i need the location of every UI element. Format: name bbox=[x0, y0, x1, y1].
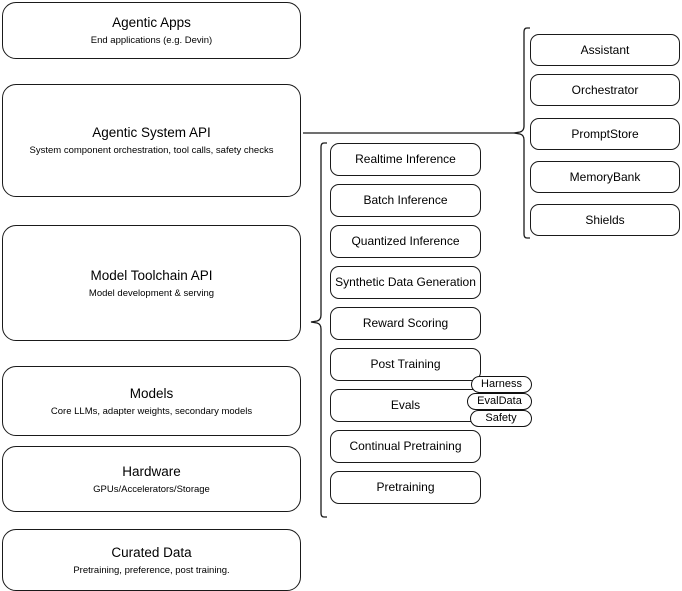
system-item-promptstore[interactable]: PromptStore bbox=[530, 118, 680, 150]
item-label: MemoryBank bbox=[569, 169, 641, 184]
item-label: Continual Pretraining bbox=[349, 439, 462, 453]
pill-label: Harness bbox=[481, 378, 522, 390]
system-item-orchestrator[interactable]: Orchestrator bbox=[530, 74, 680, 106]
layer-title: Models bbox=[129, 385, 174, 401]
system-item-memorybank[interactable]: MemoryBank bbox=[530, 161, 680, 193]
layer-subtitle: Model development & serving bbox=[88, 287, 215, 299]
layer-subtitle: End applications (e.g. Devin) bbox=[90, 35, 213, 46]
item-label: Orchestrator bbox=[571, 82, 639, 97]
eval-pill-evaldata[interactable]: EvalData bbox=[467, 393, 532, 410]
item-label: PromptStore bbox=[571, 126, 639, 141]
pill-label: Safety bbox=[485, 412, 517, 424]
toolchain-item-evals[interactable]: Evals bbox=[330, 389, 481, 422]
eval-pill-safety[interactable]: Safety bbox=[470, 410, 532, 427]
item-label: Evals bbox=[390, 398, 421, 412]
item-label: Quantized Inference bbox=[351, 234, 460, 248]
system-item-shields[interactable]: Shields bbox=[530, 204, 680, 236]
layer-agentic-apps[interactable]: Agentic Apps End applications (e.g. Devi… bbox=[2, 2, 301, 59]
eval-pill-harness[interactable]: Harness bbox=[471, 376, 532, 393]
item-label: Shields bbox=[585, 212, 625, 227]
toolchain-item-continual-pretraining[interactable]: Continual Pretraining bbox=[330, 430, 481, 463]
toolchain-item-pretraining[interactable]: Pretraining bbox=[330, 471, 481, 504]
layer-title: Agentic System API bbox=[92, 125, 211, 140]
item-label: Reward Scoring bbox=[362, 316, 449, 330]
layer-title: Hardware bbox=[122, 463, 181, 479]
layer-subtitle: Pretraining, preference, post training. bbox=[73, 564, 230, 576]
pill-label: EvalData bbox=[477, 395, 522, 407]
item-label: Assistant bbox=[580, 42, 630, 57]
item-label: Batch Inference bbox=[363, 193, 448, 207]
layer-curated-data[interactable]: Curated Data Pretraining, preference, po… bbox=[2, 529, 301, 591]
system-item-assistant[interactable]: Assistant bbox=[530, 34, 680, 66]
bracket-system-components bbox=[513, 27, 530, 239]
toolchain-item-reward-scoring[interactable]: Reward Scoring bbox=[330, 307, 481, 340]
layer-title: Agentic Apps bbox=[112, 15, 191, 30]
toolchain-item-synthetic-data-generation[interactable]: Synthetic Data Generation bbox=[330, 266, 481, 299]
layer-subtitle: System component orchestration, tool cal… bbox=[29, 145, 274, 156]
bracket-toolchain-components bbox=[310, 142, 327, 518]
layer-agentic-system-api[interactable]: Agentic System API System component orch… bbox=[2, 84, 301, 197]
toolchain-item-quantized-inference[interactable]: Quantized Inference bbox=[330, 225, 481, 258]
toolchain-item-realtime-inference[interactable]: Realtime Inference bbox=[330, 143, 481, 176]
item-label: Post Training bbox=[370, 357, 441, 371]
layer-subtitle: GPUs/Accelerators/Storage bbox=[93, 483, 210, 495]
toolchain-item-batch-inference[interactable]: Batch Inference bbox=[330, 184, 481, 217]
layer-hardware[interactable]: Hardware GPUs/Accelerators/Storage bbox=[2, 446, 301, 512]
item-label: Synthetic Data Generation bbox=[335, 275, 476, 289]
toolchain-item-post-training[interactable]: Post Training bbox=[330, 348, 481, 381]
item-label: Realtime Inference bbox=[355, 152, 456, 166]
layer-models[interactable]: Models Core LLMs, adapter weights, secon… bbox=[2, 366, 301, 436]
item-label: Pretraining bbox=[376, 480, 435, 494]
layer-model-toolchain-api[interactable]: Model Toolchain API Model development & … bbox=[2, 225, 301, 341]
layer-subtitle: Core LLMs, adapter weights, secondary mo… bbox=[50, 405, 253, 417]
layer-title: Model Toolchain API bbox=[90, 267, 213, 283]
layer-title: Curated Data bbox=[111, 544, 192, 560]
